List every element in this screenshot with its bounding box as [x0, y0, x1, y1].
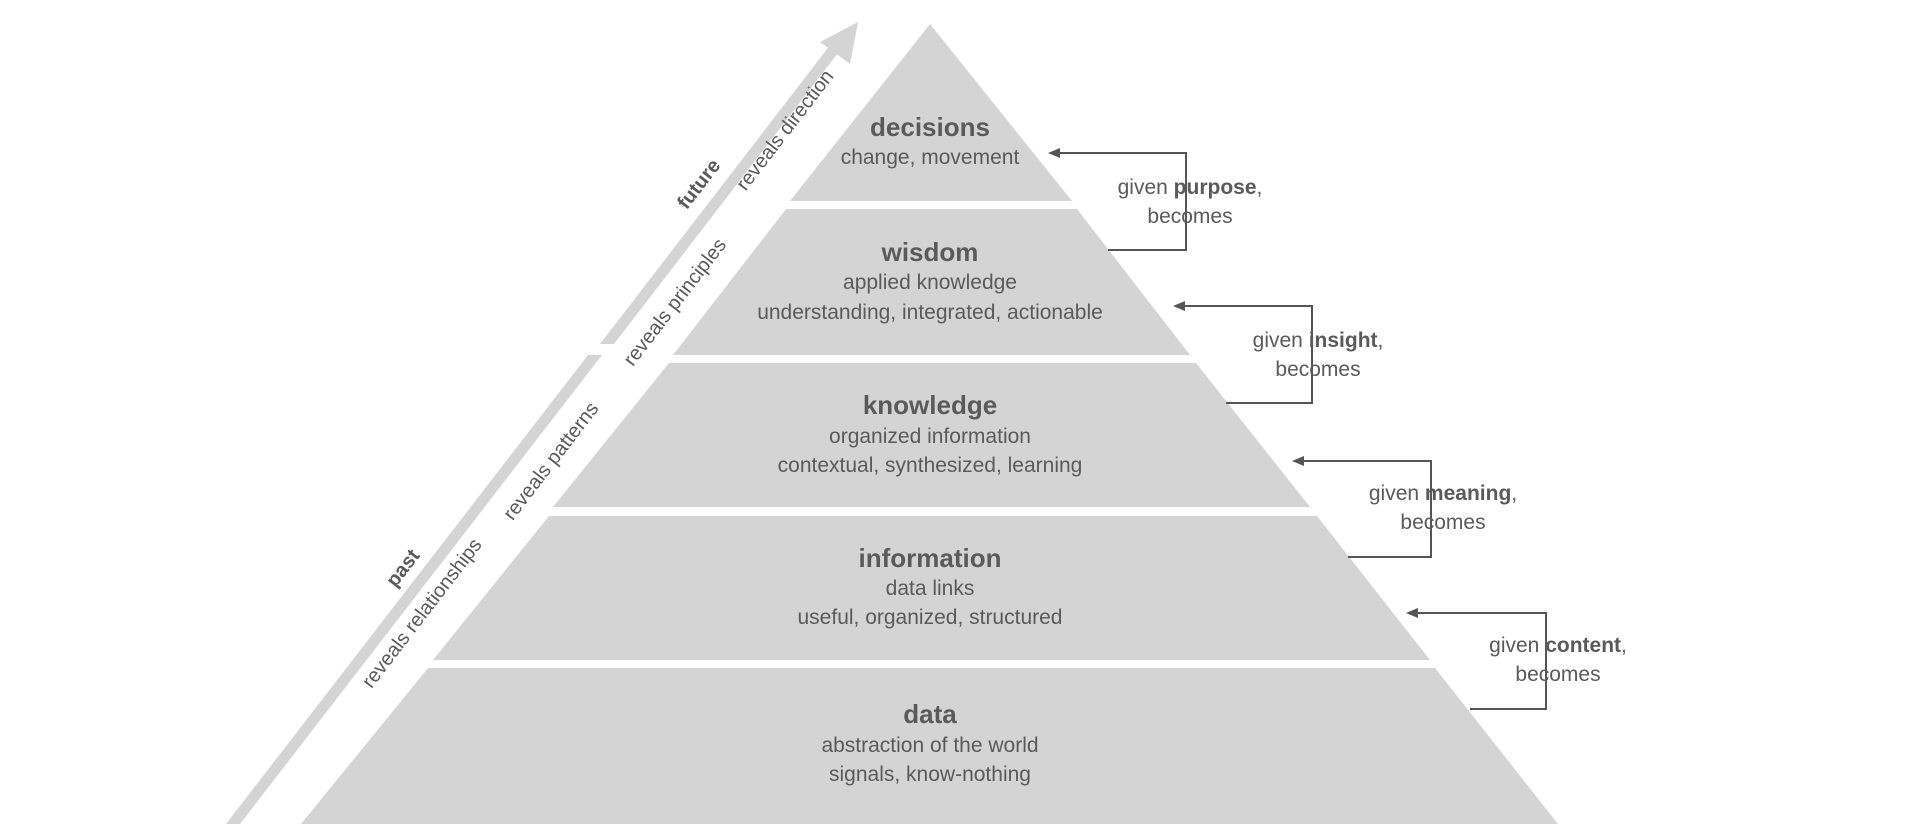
transition-purpose-line2: becomes	[1147, 205, 1232, 228]
level-line1-information: data links	[886, 577, 975, 600]
transition-content-line1: given content,	[1489, 634, 1627, 657]
transition-insight-line1: given insight,	[1253, 329, 1384, 352]
connector-meaning	[1302, 460, 1432, 558]
transition-meaning-line2: becomes	[1400, 511, 1485, 534]
tier-information	[433, 516, 1430, 660]
transition-meaning-line1: given meaning,	[1369, 482, 1517, 505]
connector-insight	[1183, 305, 1313, 404]
tier-data	[301, 668, 1558, 824]
rising-arrow-band	[226, 355, 602, 824]
level-line2-information: useful, organized, structured	[798, 606, 1063, 629]
connector-content	[1416, 612, 1547, 710]
rising-arrow-head	[820, 22, 858, 64]
transition-purpose-line1: given purpose,	[1118, 176, 1263, 199]
level-line2-knowledge: contextual, synthesized, learning	[778, 454, 1083, 477]
transition-insight-line2: becomes	[1275, 358, 1360, 381]
connector-purpose	[1058, 152, 1187, 251]
transition-content-line2: becomes	[1515, 663, 1600, 686]
arrowhead-purpose	[1048, 148, 1060, 158]
level-title-decisions: decisions	[870, 112, 990, 142]
level-title-knowledge: knowledge	[863, 390, 997, 420]
tier-decisions	[790, 24, 1072, 201]
arrowhead-meaning	[1292, 456, 1304, 466]
level-line1-wisdom: applied knowledge	[843, 271, 1017, 294]
level-line2-wisdom: understanding, integrated, actionable	[757, 301, 1103, 324]
level-line1-decisions: change, movement	[841, 146, 1020, 169]
level-title-information: information	[859, 543, 1002, 573]
level-line1-data: abstraction of the world	[821, 734, 1038, 757]
level-line2-data: signals, know-nothing	[829, 763, 1031, 786]
rising-arrow-band-upper	[600, 40, 848, 344]
tier-knowledge	[553, 363, 1310, 507]
tier-wisdom	[673, 209, 1190, 355]
level-title-data: data	[903, 699, 957, 729]
level-title-wisdom: wisdom	[881, 237, 979, 267]
arrowhead-insight	[1173, 301, 1185, 311]
level-line1-knowledge: organized information	[829, 425, 1031, 448]
arrowhead-content	[1406, 608, 1418, 618]
